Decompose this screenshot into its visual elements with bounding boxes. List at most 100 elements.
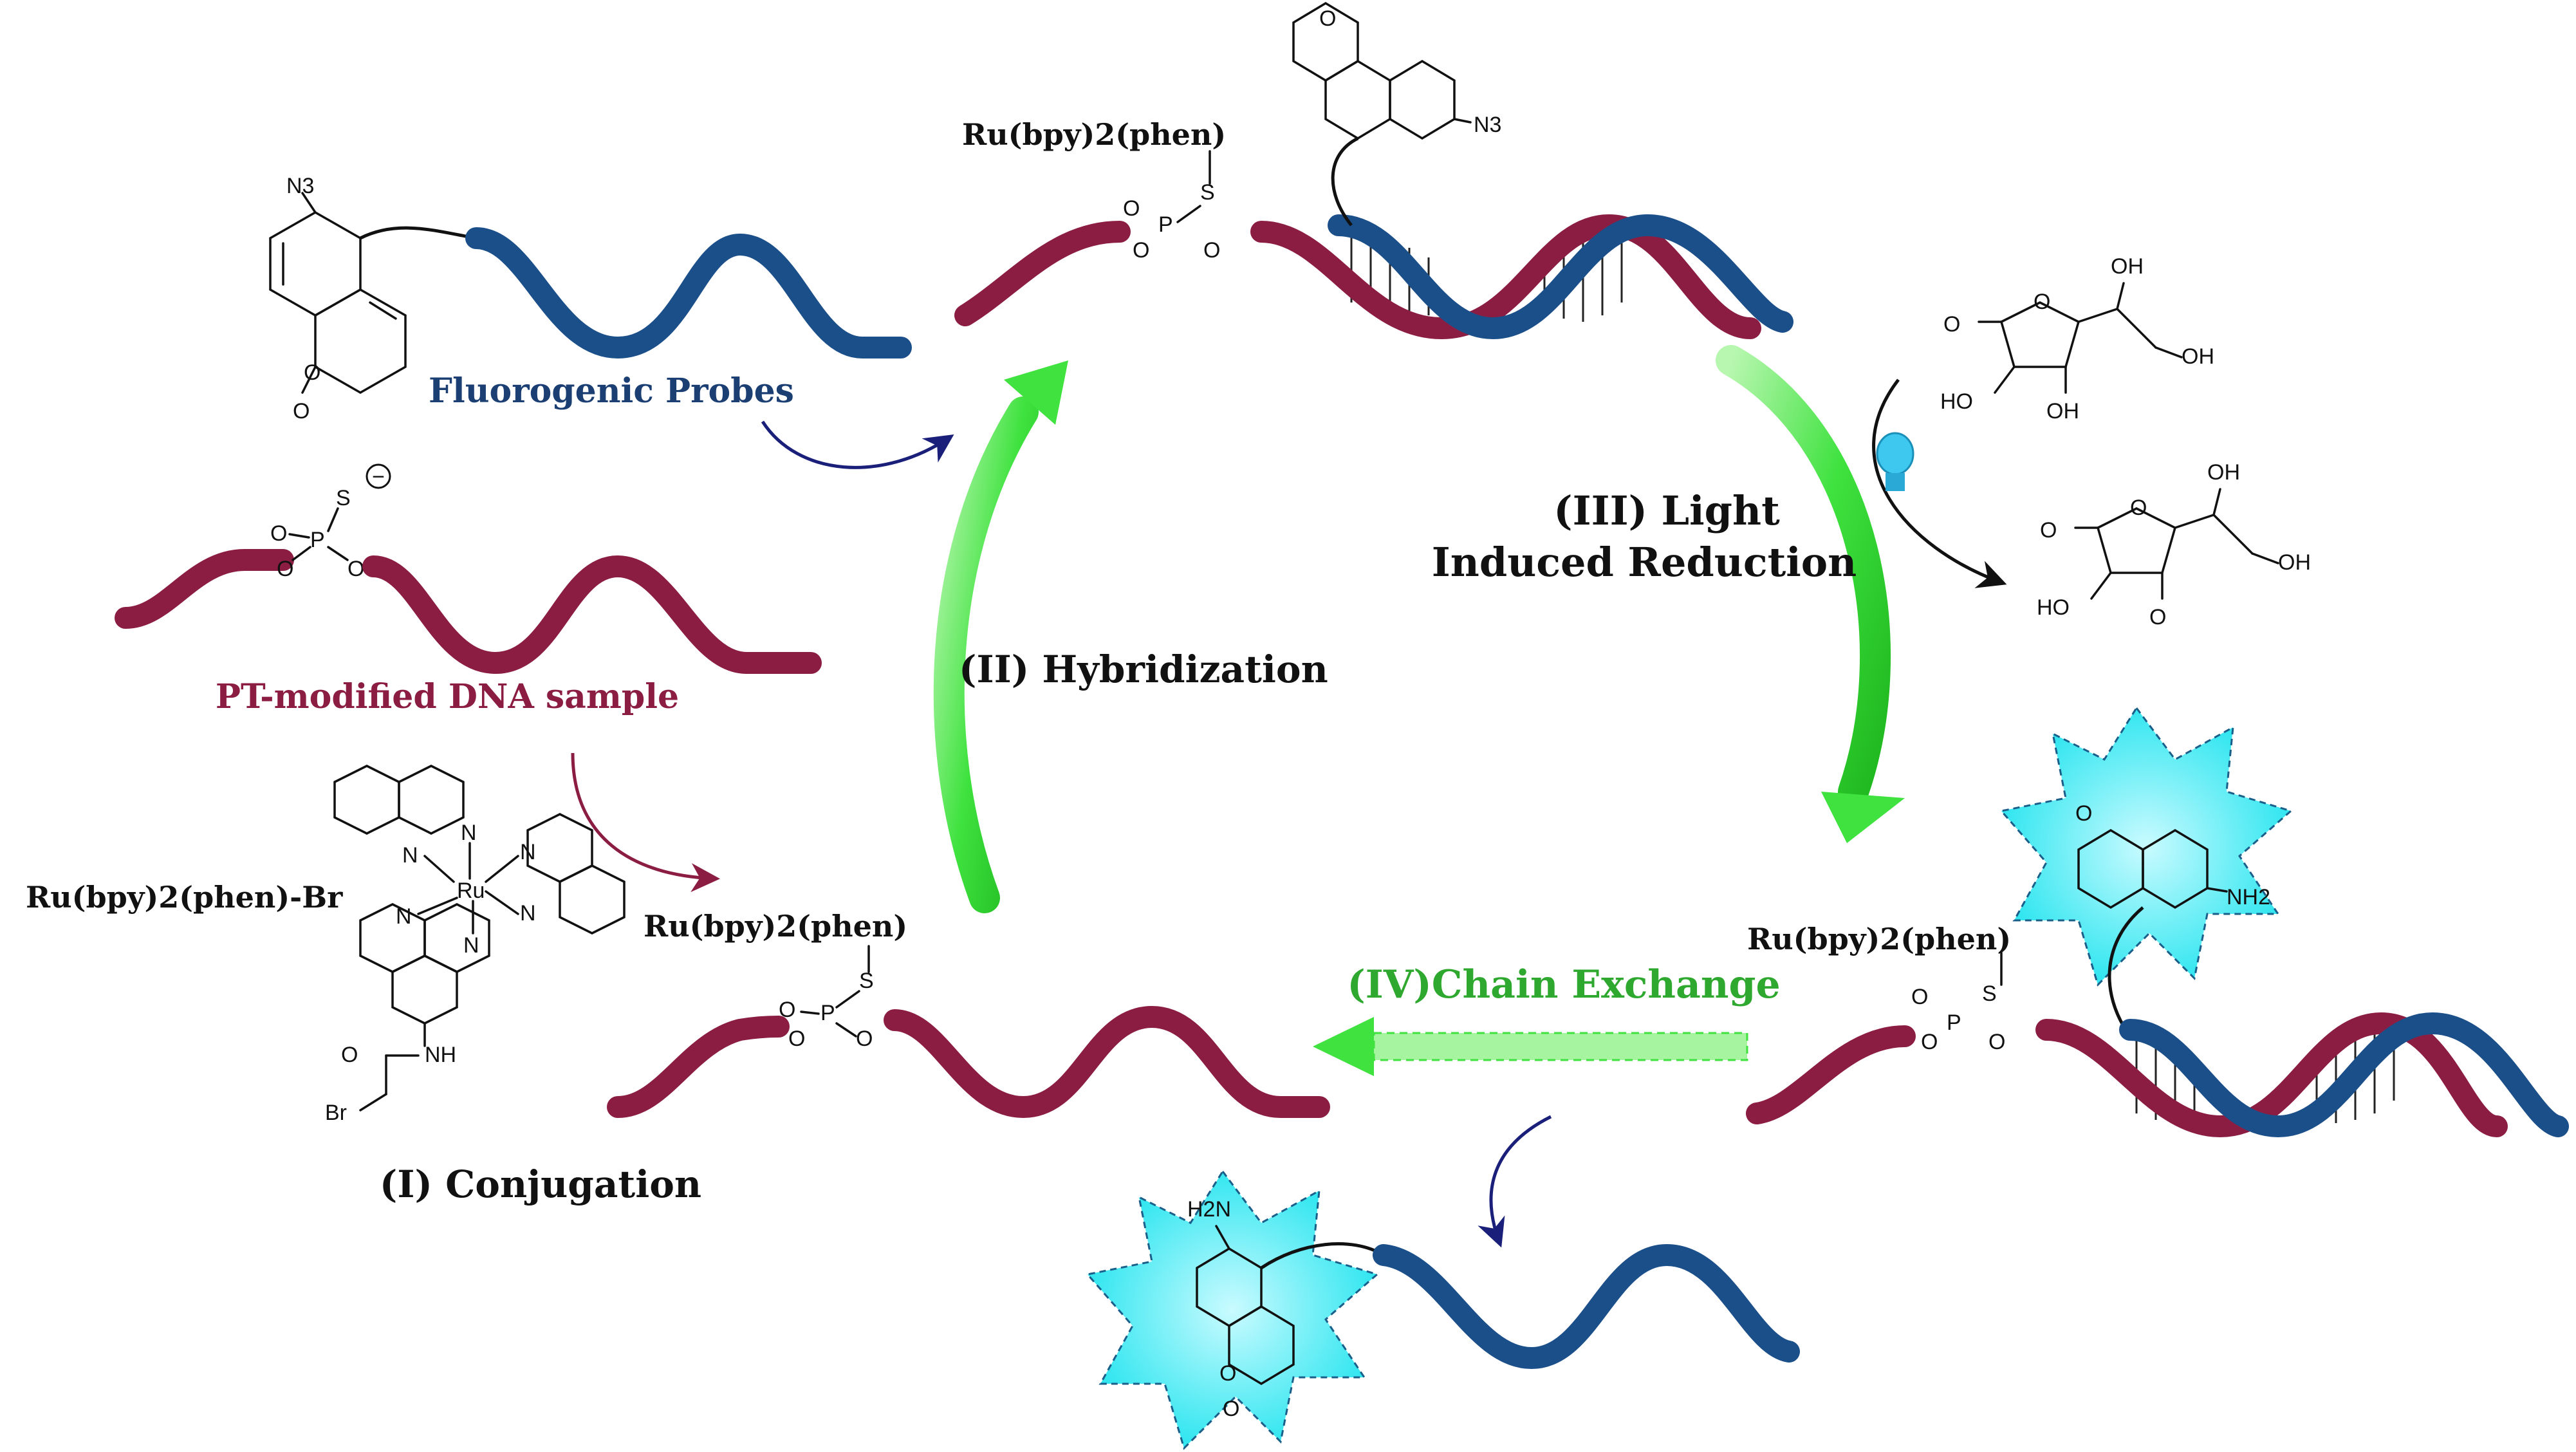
asc-ho-left: HO: [1940, 389, 1973, 414]
pt-s: S: [336, 486, 351, 510]
top-o-left: O: [1133, 238, 1149, 263]
released-probe-strand: [1373, 1243, 1800, 1370]
probe-dna-strand: [465, 227, 912, 359]
conj-s: S: [859, 969, 874, 993]
fluorescent-duplex: O NH2 Ru(bpy)2(phen) S P O O O: [1746, 706, 2569, 1138]
asc-oh-chain: OH: [2182, 344, 2214, 369]
probe-to-hybridization-arrow: [761, 420, 954, 469]
ru-n-right-top: N: [520, 840, 536, 864]
chain-exchange-arrow: (IV)Chain Exchange: [1313, 962, 1781, 1076]
ascorbate-oxidation: O O HO OH OH OH O O HO O: [1872, 254, 2311, 629]
amide-nh-label: NH: [425, 1043, 456, 1067]
negative-charge-icon: [366, 463, 391, 489]
top-red-right: [1250, 214, 1761, 340]
released-o-ring: O: [1219, 1361, 1236, 1386]
br-blue-strand: [2119, 1012, 2569, 1138]
released-aminocoumarin-structure: H2N O O: [1187, 1197, 1295, 1421]
br-o-left: O: [1921, 1030, 1938, 1054]
h2n-label: H2N: [1187, 1197, 1231, 1222]
asc-oh-bottom: OH: [2046, 399, 2079, 424]
n3-label: N3: [286, 174, 314, 198]
top-o-right: O: [1203, 238, 1220, 263]
pt-o-double: O: [270, 521, 287, 546]
hybridization-arrow: (II) Hybridization: [933, 360, 1328, 913]
dha-o-ring: O: [2130, 496, 2147, 520]
asc-o-carbonyl: O: [1943, 312, 1960, 337]
azidocoumarin-structure: N3 O O: [269, 174, 477, 424]
br-o-dbl: O: [1911, 985, 1928, 1009]
br-o-right: O: [1988, 1030, 2005, 1054]
dha-o-carbonyl: O: [2040, 518, 2057, 543]
dha-oh-chain: OH: [2278, 550, 2311, 575]
ru-n-phen-right: N: [463, 933, 479, 958]
pt-o-right: O: [347, 557, 364, 581]
phosphorothioate-group: O P O S − O: [270, 463, 391, 581]
ru-tag-bottom-right-label: Ru(bpy)2(phen): [1747, 922, 2011, 956]
ru-n-right-bottom: N: [520, 901, 536, 926]
ru-tag-bottom-left-label: Ru(bpy)2(phen): [644, 909, 907, 944]
sample-strand-right: [362, 555, 822, 675]
ru-complex-br-label: Ru(bpy)2(phen)-Br: [26, 880, 343, 915]
top-blue-strand: [1328, 214, 1793, 340]
ru-n-left: N: [402, 843, 418, 868]
ru-n-phen-left: N: [396, 904, 412, 929]
fluorescence-burst-icon: [1086, 1169, 1380, 1450]
pt-o-left: O: [277, 557, 293, 581]
conj-o-left: O: [788, 1027, 805, 1051]
br-coumarin-o: O: [2075, 801, 2092, 826]
fluorogenic-probes-label: Fluorogenic Probes: [429, 371, 794, 411]
released-o-carbonyl: O: [1223, 1397, 1239, 1421]
top-o-dbl: O: [1123, 196, 1140, 221]
lightbulb-icon: [1876, 432, 1914, 491]
br-s: S: [1982, 982, 1997, 1006]
step-hybridization-label: (II) Hybridization: [959, 647, 1328, 691]
release-arrow: [1478, 1115, 1552, 1248]
asc-o-ring: O: [2034, 290, 2050, 314]
sample-strand-left: [115, 549, 294, 629]
top-coumarin-o: O: [1319, 6, 1336, 31]
step-light-line2-label: Induced Reduction: [1432, 539, 1857, 586]
conjugated-strand: Ru(bpy)2(phen) O P O S O (I) Conjugation: [380, 909, 1330, 1206]
minus-sign: −: [372, 465, 385, 489]
conjugated-strand-left: [607, 1016, 790, 1118]
conj-p: P: [820, 1001, 835, 1025]
oxidation-arrow: [1872, 378, 2007, 588]
br-red-right: [2035, 1012, 2508, 1138]
fluorogenic-probe: N3 O O Fluorogenic Probes: [269, 174, 954, 469]
amide-o-label: O: [341, 1043, 358, 1067]
hybridized-duplex: Ru(bpy)2(phen) S P O O O O: [954, 1, 1793, 340]
conjugated-strand-right: [884, 1005, 1330, 1119]
dha-ho: HO: [2037, 595, 2070, 620]
ru-complex-structure: Ru(bpy)2(phen)-Br Ru N N N N N N NH O Br: [26, 765, 625, 1125]
aminocoumarin-structure: O NH2: [2075, 801, 2270, 909]
conj-o-right: O: [856, 1027, 873, 1051]
top-p: P: [1158, 212, 1173, 237]
pt-dna-sample: O P O S − O PT-modified DNA sample: [115, 463, 822, 893]
pt-dna-sample-label: PT-modified DNA sample: [216, 677, 679, 716]
conj-o-dbl: O: [779, 998, 795, 1022]
top-n3-label: N3: [1474, 113, 1501, 137]
light-reduction-arrow: (III) Light Induced Reduction: [1432, 345, 1905, 843]
nh2-label: NH2: [2227, 885, 2270, 909]
bromine-label: Br: [325, 1101, 347, 1125]
ascorbic-acid-structure: O O HO OH OH OH: [1940, 254, 2214, 424]
step-light-line1-label: (III) Light: [1553, 487, 1780, 534]
released-fluorescent-probe: H2N O O: [1086, 1115, 1800, 1450]
ru-center-label: Ru: [457, 879, 485, 903]
step-conjugation-label: (I) Conjugation: [380, 1162, 701, 1206]
dha-o-keto: O: [2149, 605, 2166, 629]
pt-p: P: [310, 528, 325, 552]
dha-oh-top: OH: [2207, 460, 2240, 485]
asc-oh-top: OH: [2111, 254, 2144, 279]
top-red-left: [954, 221, 1131, 326]
br-p: P: [1947, 1010, 1961, 1035]
ru-n-top: N: [461, 821, 477, 845]
br-red-left: [1746, 1025, 1916, 1124]
sample-to-conjugation-arrow: [571, 752, 720, 893]
ru-tag-top-label: Ru(bpy)2(phen): [962, 117, 1226, 152]
carbonyl-oxygen-label: O: [293, 399, 310, 424]
top-s: S: [1200, 180, 1215, 205]
top-azidocoumarin: O N3: [1292, 1, 1501, 140]
step-chain-exchange-label: (IV)Chain Exchange: [1347, 962, 1780, 1007]
